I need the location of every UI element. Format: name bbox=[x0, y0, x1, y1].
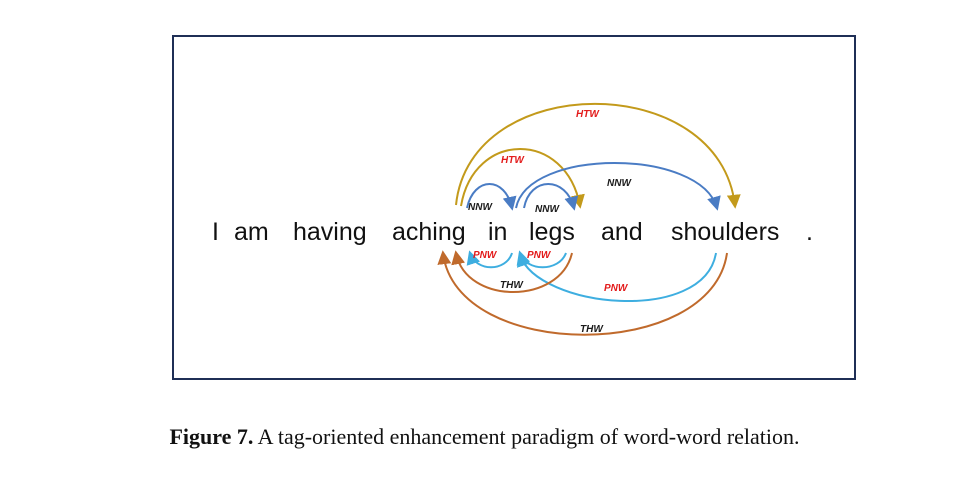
tag-nnw-left: NNW bbox=[468, 202, 493, 213]
tag-thw-outer: THW bbox=[580, 324, 604, 335]
diagram: I am having aching in legs and shoulders… bbox=[172, 35, 856, 380]
word-legs: legs bbox=[529, 218, 575, 246]
tag-pnw-left: PNW bbox=[473, 250, 498, 261]
figure-frame bbox=[172, 35, 856, 380]
tag-pnw-right: PNW bbox=[604, 283, 629, 294]
htw-outer-arc bbox=[455, 103, 741, 209]
word-having: having bbox=[293, 218, 367, 246]
nnw-right-arc bbox=[515, 162, 721, 211]
word-am: am bbox=[234, 218, 269, 246]
tag-htw-outer: HTW bbox=[576, 109, 600, 120]
caption-label: Figure 7. bbox=[169, 424, 254, 449]
pnw-right-arc bbox=[517, 252, 717, 302]
figure-caption: Figure 7. A tag-oriented enhancement par… bbox=[0, 424, 969, 450]
word-shoulders: shoulders bbox=[671, 218, 779, 246]
tag-nnw-right: NNW bbox=[607, 178, 632, 189]
nnw-mid-arc bbox=[523, 183, 579, 211]
word-i: I bbox=[212, 218, 219, 246]
tag-nnw-mid: NNW bbox=[535, 204, 560, 215]
word-period: . bbox=[806, 218, 813, 246]
word-aching: aching bbox=[392, 218, 466, 246]
word-in: in bbox=[488, 218, 507, 246]
tag-pnw-mid: PNW bbox=[527, 250, 552, 261]
caption-text: A tag-oriented enhancement paradigm of w… bbox=[253, 424, 800, 449]
word-and: and bbox=[601, 218, 643, 246]
tag-htw-inner: HTW bbox=[501, 155, 525, 166]
htw-inner-arc bbox=[460, 148, 585, 209]
thw-outer-arc bbox=[437, 250, 728, 336]
tag-thw-inner: THW bbox=[500, 280, 524, 291]
pnw-left-arc bbox=[466, 250, 513, 269]
thw-inner-arc bbox=[451, 250, 573, 293]
nnw-left-arc bbox=[466, 183, 517, 211]
